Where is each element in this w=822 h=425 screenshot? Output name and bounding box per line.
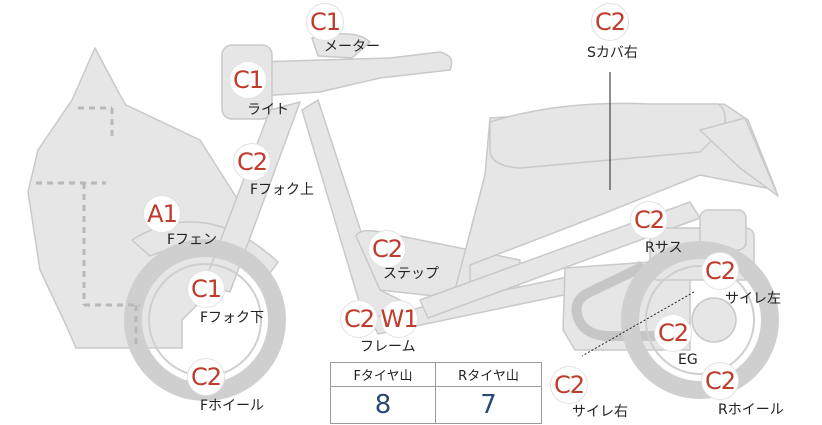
label-step: ステップ	[383, 266, 439, 282]
label-muffler-left: サイレ左	[725, 291, 781, 307]
label-meter: メーター	[324, 39, 380, 55]
grade-marker-meter: C1	[306, 3, 344, 41]
tail	[699, 117, 779, 197]
grade-marker-f-fender: A1	[143, 195, 181, 233]
rear-wheel-rim	[645, 265, 755, 375]
label-r-suspension: Rサス	[645, 240, 683, 256]
label-light: ライト	[247, 102, 289, 118]
label-muffler-right: サイレ右	[572, 404, 628, 420]
front-tread-value: 8	[374, 390, 392, 420]
grade-marker-f-fork-upper: C2	[233, 143, 271, 181]
label-side-cover-right: Sカバ右	[587, 45, 638, 61]
seat	[489, 102, 726, 169]
rear-tread-header: Rタイヤ山	[436, 363, 541, 387]
label-f-fork-upper: Fフォク上	[250, 182, 315, 198]
grade-marker-r-wheel: C2	[701, 362, 739, 400]
tire-tread-table: Fタイヤ山 Rタイヤ山 8 7	[330, 362, 542, 424]
grade-marker-muffler-left: C2	[701, 252, 739, 290]
front-tread-header: Fタイヤ山	[331, 363, 435, 387]
grade-marker-side-cover-right: C2	[591, 3, 629, 41]
rear-wheel-tire	[621, 241, 779, 399]
label-engine: EG	[678, 352, 698, 368]
grade-marker-frame: C2	[340, 300, 378, 338]
label-f-fender: Fフェン	[167, 232, 218, 248]
grade-marker-muffler-right: C2	[550, 366, 588, 404]
rear-tread-value: 7	[480, 390, 497, 420]
label-f-wheel: Fホイール	[200, 398, 265, 414]
rear-hub	[691, 297, 737, 343]
grade-marker-f-wheel: C2	[187, 358, 225, 396]
exhaust-pipe	[571, 263, 665, 341]
label-f-fork-lower: Fフォク下	[200, 310, 265, 326]
label-r-wheel: Rホイール	[718, 402, 784, 418]
grade-marker-engine: C2	[654, 314, 692, 352]
grade-marker-frame-2: W1	[380, 300, 419, 338]
leader-muffler-right	[581, 291, 695, 357]
handlebar	[254, 51, 453, 97]
grade-marker-f-fork-lower: C1	[187, 270, 225, 308]
grade-marker-r-suspension: C2	[630, 201, 668, 239]
grade-marker-step: C2	[368, 230, 406, 268]
front-shield	[27, 47, 239, 349]
grade-marker-light: C1	[229, 61, 267, 99]
label-frame: フレーム	[360, 339, 416, 355]
tread-divider	[435, 363, 436, 423]
